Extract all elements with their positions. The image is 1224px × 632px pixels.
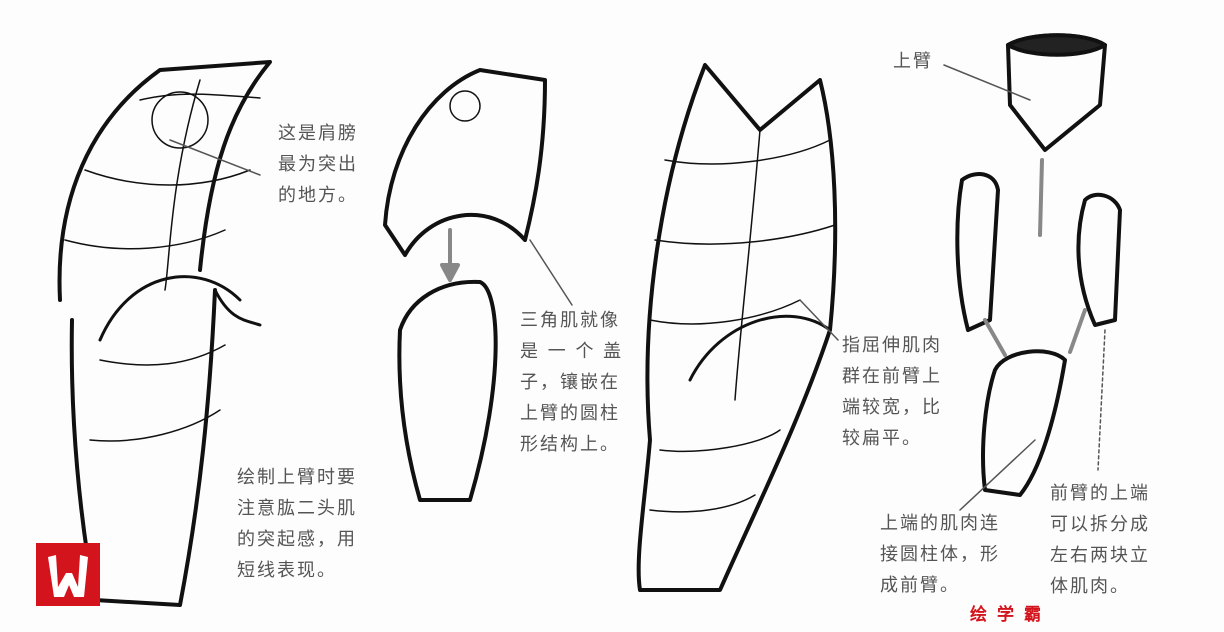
text-line: 绘制上臂时要 <box>237 467 357 488</box>
watermark: 绘学霸 <box>970 605 1051 625</box>
text-line: 可以拆分成 <box>1050 514 1150 535</box>
text-line: 形结构上。 <box>520 434 620 455</box>
text-line: 短线表现。 <box>237 560 337 581</box>
text-line: 这是肩膀 <box>278 123 358 144</box>
exploded-forearm-sketch <box>943 33 1122 511</box>
upper-arm-sketch <box>57 60 272 607</box>
text-line: 注意肱二头肌 <box>237 498 357 519</box>
text-line: 三角肌就像 <box>520 310 620 331</box>
annotation-biceps: 绘制上臂时要 注意肱二头肌 的突起感，用 短线表现。 <box>237 462 357 586</box>
text-line: 较扁平。 <box>842 428 922 449</box>
text-line: 上臂 <box>893 51 933 72</box>
brand-logo <box>36 543 100 606</box>
w-logo-icon <box>48 555 88 597</box>
text-line: 上端的肌肉连 <box>880 513 1000 534</box>
text-line: 群在前臂上 <box>842 366 942 387</box>
annotation-deltoid: 三角肌就像 是 一 个 盖 子，镶嵌在 上臂的圆柱 形结构上。 <box>520 305 623 460</box>
text-line: 接圆柱体，形 <box>880 544 1000 565</box>
text-line: 端较宽，比 <box>842 397 942 418</box>
forearm-sketch <box>636 63 839 592</box>
annotation-shoulder: 这是肩膀 最为突出 的地方。 <box>278 118 358 211</box>
text-line: 子，镶嵌在 <box>520 372 620 393</box>
annotation-forearm-split: 前臂的上端 可以拆分成 左右两块立 体肌肉。 <box>1050 478 1150 602</box>
text-line: 的突起感，用 <box>237 529 357 550</box>
text-line: 体肌肉。 <box>1050 576 1130 597</box>
text-line: 成前臂。 <box>880 575 960 596</box>
text-line: 上臂的圆柱 <box>520 403 620 424</box>
annotation-flexor: 指屈伸肌肉 群在前臂上 端较宽，比 较扁平。 <box>842 330 942 454</box>
text-line: 是 一 个 盖 <box>520 341 624 362</box>
text-line: 左右两块立 <box>1050 545 1150 566</box>
text-line: 的地方。 <box>278 185 358 206</box>
text-line: 最为突出 <box>278 154 358 175</box>
annotation-forearm-join: 上端的肌肉连 接圆柱体，形 成前臂。 <box>880 508 1000 601</box>
deltoid-cap-sketch <box>383 68 573 502</box>
text-line: 前臂的上端 <box>1050 483 1150 504</box>
annotation-upper-arm: 上臂 <box>893 46 933 77</box>
text-line: 指屈伸肌肉 <box>842 335 942 356</box>
